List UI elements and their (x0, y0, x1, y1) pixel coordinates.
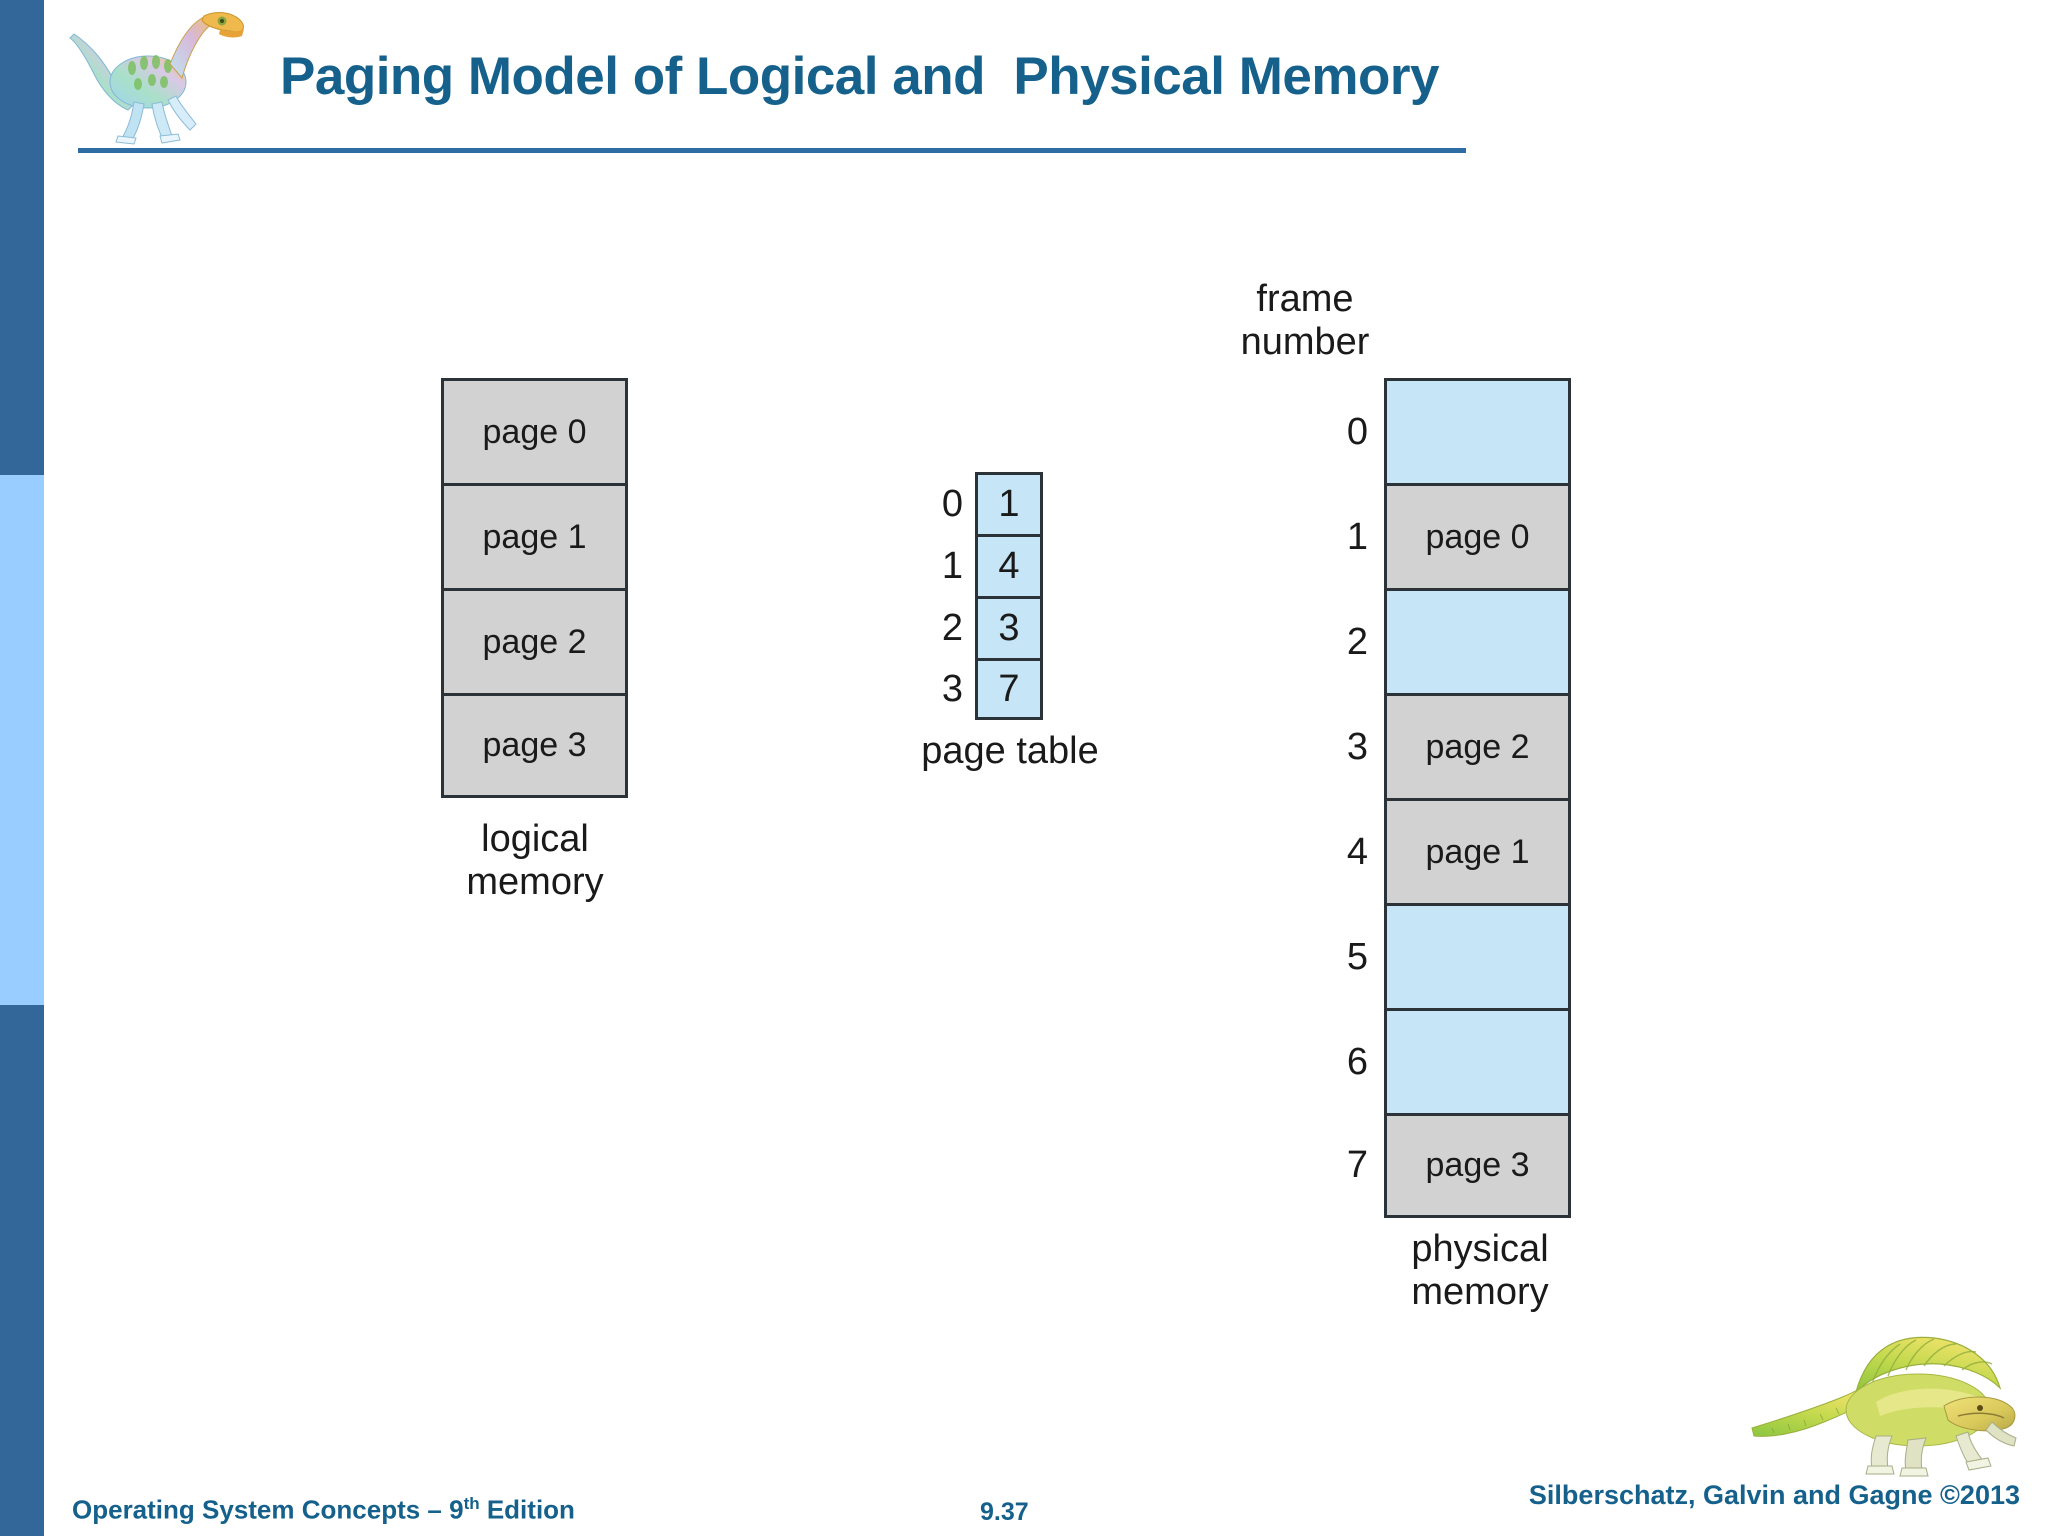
logical-memory-cell: page 1 (441, 483, 628, 588)
page-table-caption: page table (921, 730, 1099, 772)
footer-edition-superscript: th (463, 1494, 480, 1513)
logical-memory-cell: page 2 (441, 588, 628, 693)
logical-memory-cell: page 0 (441, 378, 628, 483)
page-table-row: 2 3 (942, 596, 1043, 658)
page-table-index: 3 (941, 667, 963, 710)
frame-index: 2 (1346, 620, 1368, 663)
physical-memory-frame: 1 page 0 (1347, 483, 1571, 588)
frame-label: page 2 (1425, 727, 1530, 766)
page-table-value: 4 (998, 545, 1020, 587)
page-table-index: 1 (941, 545, 963, 587)
logical-memory-column: page 0 page 1 page 2 page 3 (441, 378, 628, 798)
frame-label: page 0 (1425, 517, 1530, 556)
dimetrodon-icon (1748, 1332, 2033, 1482)
frame-index: 4 (1346, 830, 1368, 873)
frame-index: 7 (1346, 1144, 1368, 1186)
page-table-index: 0 (941, 483, 963, 525)
footer-edition: Operating System Concepts – 9th Edition (72, 1494, 575, 1526)
page-table-row: 1 4 (942, 534, 1043, 596)
physical-memory-frame: 3 page 2 (1347, 693, 1571, 798)
footer-copyright: Silberschatz, Galvin and Gagne ©2013 (1528, 1480, 2020, 1510)
logical-memory-cell-label: page 0 (482, 412, 587, 451)
logical-memory-cell-label: page 3 (482, 726, 587, 764)
physical-memory-frame: 6 (1347, 1008, 1571, 1113)
physical-memory-frame: 4 page 1 (1347, 798, 1571, 903)
page-title: Paging Model of Logical and Physical Mem… (280, 47, 1439, 106)
page-table-row: 0 1 (942, 472, 1043, 534)
frame-label: page 3 (1425, 1146, 1530, 1184)
physical-memory-frame: 5 (1347, 903, 1571, 1008)
sidebar-stripe-top (0, 0, 44, 475)
sidebar-stripe-bottom (0, 1005, 44, 1536)
page-table-value: 3 (998, 607, 1020, 649)
logical-memory-cell: page 3 (441, 693, 628, 798)
physical-memory-frame: 7 page 3 (1347, 1113, 1571, 1218)
page-table-value: 7 (998, 667, 1020, 710)
physical-memory-caption: physical memory (1411, 1228, 1549, 1313)
page-table-column: 0 1 1 4 2 3 3 7 (942, 472, 1043, 720)
title-underline-rule (78, 148, 1466, 153)
logical-memory-cell-label: page 1 (482, 517, 587, 556)
page-table-row: 3 7 (942, 658, 1043, 720)
frame-index: 3 (1346, 725, 1368, 768)
frame-index: 1 (1346, 515, 1368, 558)
footer-edition-text: Operating System Concepts – 9 (72, 1494, 464, 1525)
logical-memory-caption: logical memory (466, 818, 604, 903)
footer-edition-suffix: Edition (479, 1494, 575, 1525)
page-table-value: 1 (998, 483, 1020, 525)
page-table-index: 2 (941, 607, 963, 649)
footer-page-number: 9.37 (980, 1498, 1029, 1526)
sidebar-stripe-middle (0, 475, 44, 1005)
frame-label: page 1 (1425, 832, 1530, 871)
dinosaur-icon (62, 4, 262, 149)
frame-index: 5 (1346, 935, 1368, 978)
logical-memory-cell-label: page 2 (482, 622, 587, 661)
physical-memory-frame: 0 (1347, 378, 1571, 483)
paging-diagram: page 0 page 1 page 2 page 3 logical memo… (441, 278, 1571, 1313)
physical-memory-frame: 2 (1347, 588, 1571, 693)
frame-index: 0 (1346, 410, 1368, 453)
frame-number-caption: frame number (1240, 278, 1370, 363)
physical-memory-column: 0 1 page 0 2 3 page 2 4 page 1 5 (1347, 378, 1571, 1218)
frame-index: 6 (1346, 1040, 1368, 1083)
